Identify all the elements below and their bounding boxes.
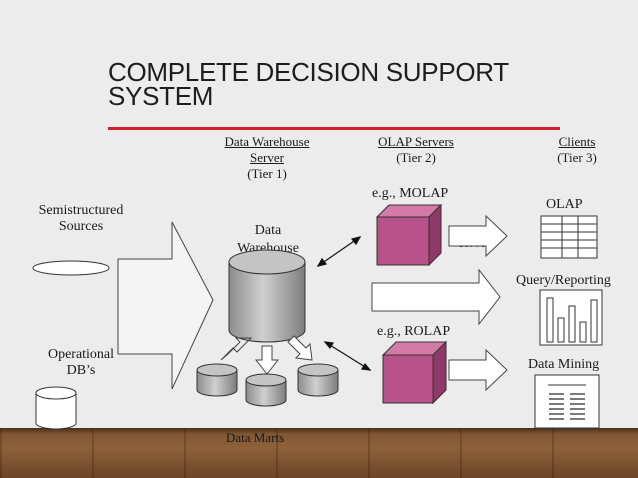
olap-header-line-1: OLAP Servers bbox=[378, 134, 454, 149]
wood-floor-decoration bbox=[0, 428, 638, 478]
operational-db-cylinder bbox=[35, 386, 77, 430]
op-label-line-1: Operational bbox=[47, 347, 115, 362]
olap-servers-header: OLAP Servers (Tier 2) bbox=[366, 134, 466, 166]
connector-rolap bbox=[323, 341, 372, 371]
molap-label: e.g., MOLAP bbox=[372, 186, 449, 201]
dw-header-line-3: (Tier 1) bbox=[247, 166, 287, 181]
dw-header-line-2: Server bbox=[250, 150, 284, 165]
client-query-reporting-label: Query/Reporting bbox=[516, 273, 611, 288]
slide-title: COMPLETE DECISION SUPPORT SYSTEM bbox=[108, 57, 568, 111]
op-label-line-2: DB’s bbox=[66, 363, 96, 378]
rolap-label: e.g., ROLAP bbox=[377, 324, 451, 339]
clients-header-line-2: (Tier 3) bbox=[557, 150, 597, 165]
query-reporting-chart-icon bbox=[539, 289, 603, 346]
data-mining-document-icon bbox=[534, 374, 600, 429]
semistructured-sources-label: Semistructured Sources bbox=[26, 203, 136, 235]
title-line-2: SYSTEM bbox=[108, 81, 214, 111]
semi-label-line-1: Semistructured bbox=[38, 203, 124, 218]
etl-step: load bbox=[121, 298, 145, 313]
semistructured-source-shape bbox=[32, 260, 110, 276]
mart-arrow-right bbox=[287, 335, 313, 361]
title-underline-rule bbox=[108, 127, 560, 130]
etl-step: refresh bbox=[121, 314, 157, 329]
data-mart-left bbox=[196, 363, 238, 397]
data-warehouse-label: Data Warehouse bbox=[228, 222, 308, 258]
olap-header-line-2: (Tier 2) bbox=[396, 150, 436, 165]
warehouse-label-line-1: Data bbox=[254, 223, 282, 238]
rolap-cube bbox=[381, 340, 448, 405]
molap-cube bbox=[375, 203, 443, 267]
client-data-mining-label: Data Mining bbox=[528, 357, 600, 372]
serve-label-rolap: serve bbox=[459, 367, 487, 382]
data-mart-center bbox=[245, 373, 287, 407]
serve-arrow-query bbox=[371, 268, 501, 326]
clients-header: Clients (Tier 3) bbox=[545, 134, 609, 166]
dw-header-line-1: Data Warehouse bbox=[224, 134, 310, 149]
etl-step: transform bbox=[121, 282, 173, 297]
semi-label-line-2: Sources bbox=[58, 219, 104, 234]
mart-arrow-center bbox=[254, 345, 280, 375]
etl-steps-list: extract transform load refresh etc. bbox=[121, 266, 172, 346]
connector-molap bbox=[316, 236, 362, 267]
data-mart-right bbox=[297, 363, 339, 397]
title-line-1: COMPLETE DECISION SUPPORT bbox=[108, 57, 509, 87]
serve-label-molap: serve bbox=[459, 235, 487, 250]
data-marts-label: Data Marts bbox=[226, 430, 285, 445]
etl-step: extract bbox=[121, 266, 158, 281]
dw-server-header: Data Warehouse Server (Tier 1) bbox=[212, 134, 322, 182]
olap-table-icon bbox=[540, 215, 598, 259]
client-olap-label: OLAP bbox=[546, 197, 583, 212]
warehouse-label-line-2: Warehouse bbox=[237, 241, 299, 256]
data-warehouse-cylinder bbox=[228, 249, 306, 343]
operational-dbs-label: Operational DB’s bbox=[36, 347, 126, 379]
mart-arrow-left bbox=[220, 337, 253, 361]
clients-header-line-1: Clients bbox=[558, 134, 596, 149]
serve-label-query: serve bbox=[399, 293, 427, 308]
etl-step: etc. bbox=[121, 330, 140, 345]
